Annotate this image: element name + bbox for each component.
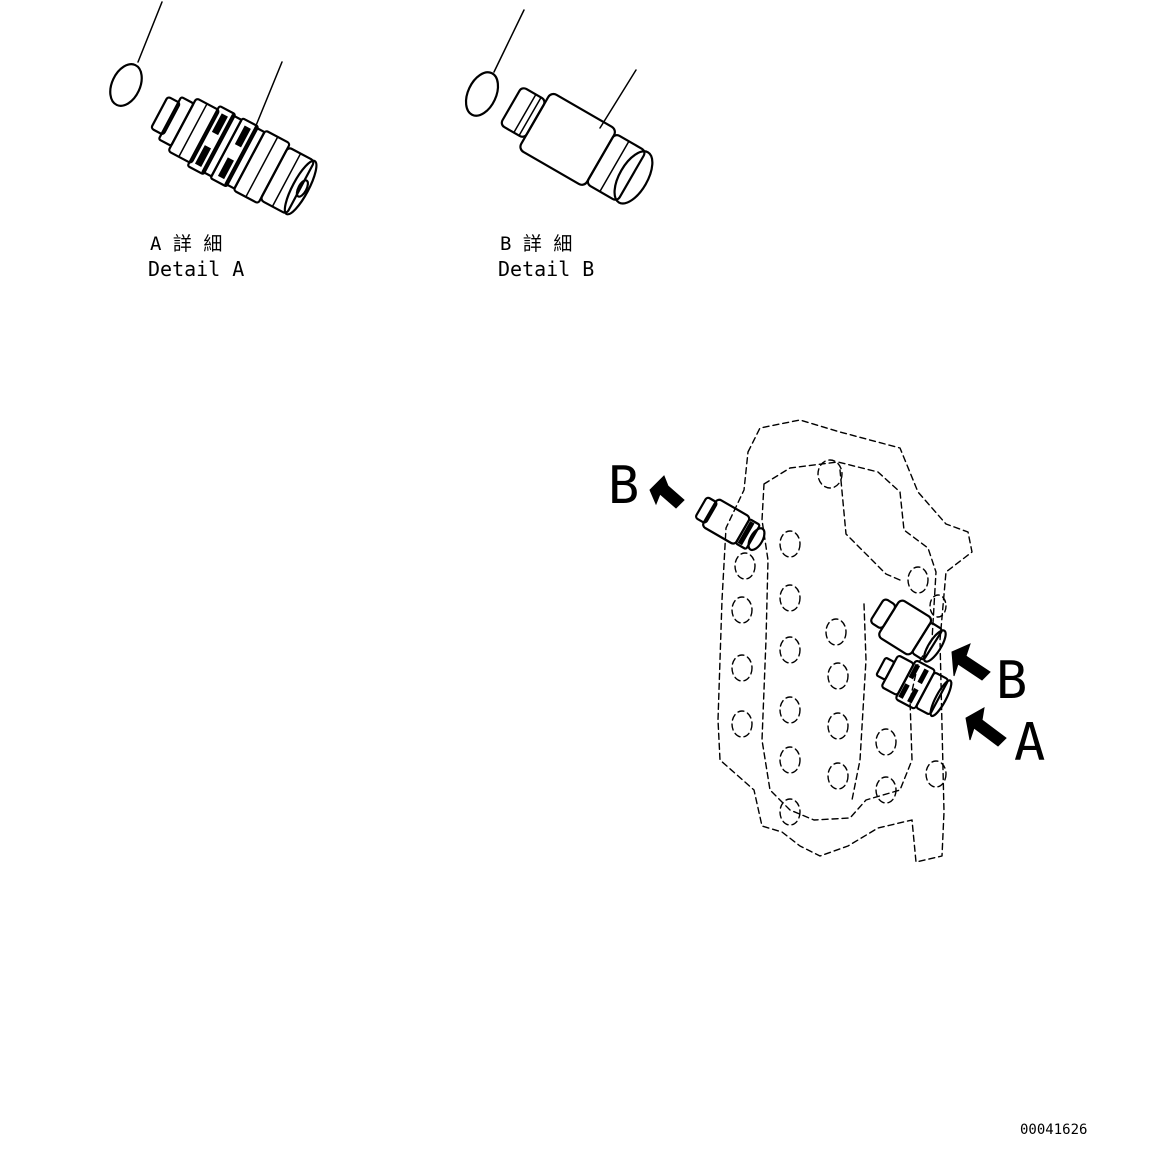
o-ring-a-leader-line <box>137 1 163 63</box>
detail-a-label-en: Detail A <box>148 257 244 281</box>
callout-b-upper: B <box>608 456 685 516</box>
plug-icon <box>500 87 654 205</box>
callout-b-upper-letter: B <box>608 456 639 516</box>
pointer-arrow-icon <box>951 643 991 681</box>
valve-a-leader-line <box>254 61 283 129</box>
detail-b-group: B 詳 細 Detail B <box>464 9 654 281</box>
valve-body-rear-outline <box>717 419 973 863</box>
plug-b-leader-line <box>599 69 637 129</box>
callout-b-lower-letter: B <box>996 651 1027 711</box>
installed-plug-upper-icon <box>695 496 766 552</box>
detail-b-label-en: Detail B <box>498 257 594 281</box>
callout-a-lower-letter: A <box>1014 713 1045 773</box>
pointer-arrow-icon <box>965 707 1007 747</box>
o-ring-b-icon <box>464 71 500 117</box>
callout-a-lower: A <box>965 707 1045 773</box>
valve-body-edge-line <box>839 469 901 581</box>
installed-relief-valve-icon <box>875 655 953 718</box>
valve-body-step-line <box>851 603 867 801</box>
o-ring-a-icon <box>109 63 143 107</box>
relief-valve-icon <box>150 96 318 216</box>
o-ring-b-leader-line <box>493 9 525 73</box>
control-valve-body-icon <box>695 419 973 863</box>
detail-a-group: A 詳 細 Detail A <box>109 1 318 281</box>
port-holes <box>731 459 947 826</box>
detail-a-label-jp: A 詳 細 <box>150 233 222 255</box>
pointer-arrow-icon <box>649 475 685 509</box>
detail-b-label-jp: B 詳 細 <box>500 233 572 255</box>
callout-b-lower: B <box>951 643 1027 711</box>
drawing-number: 00041626 <box>1020 1122 1087 1138</box>
valve-body-front-face <box>761 461 937 821</box>
installed-plug-right-icon <box>870 598 947 663</box>
